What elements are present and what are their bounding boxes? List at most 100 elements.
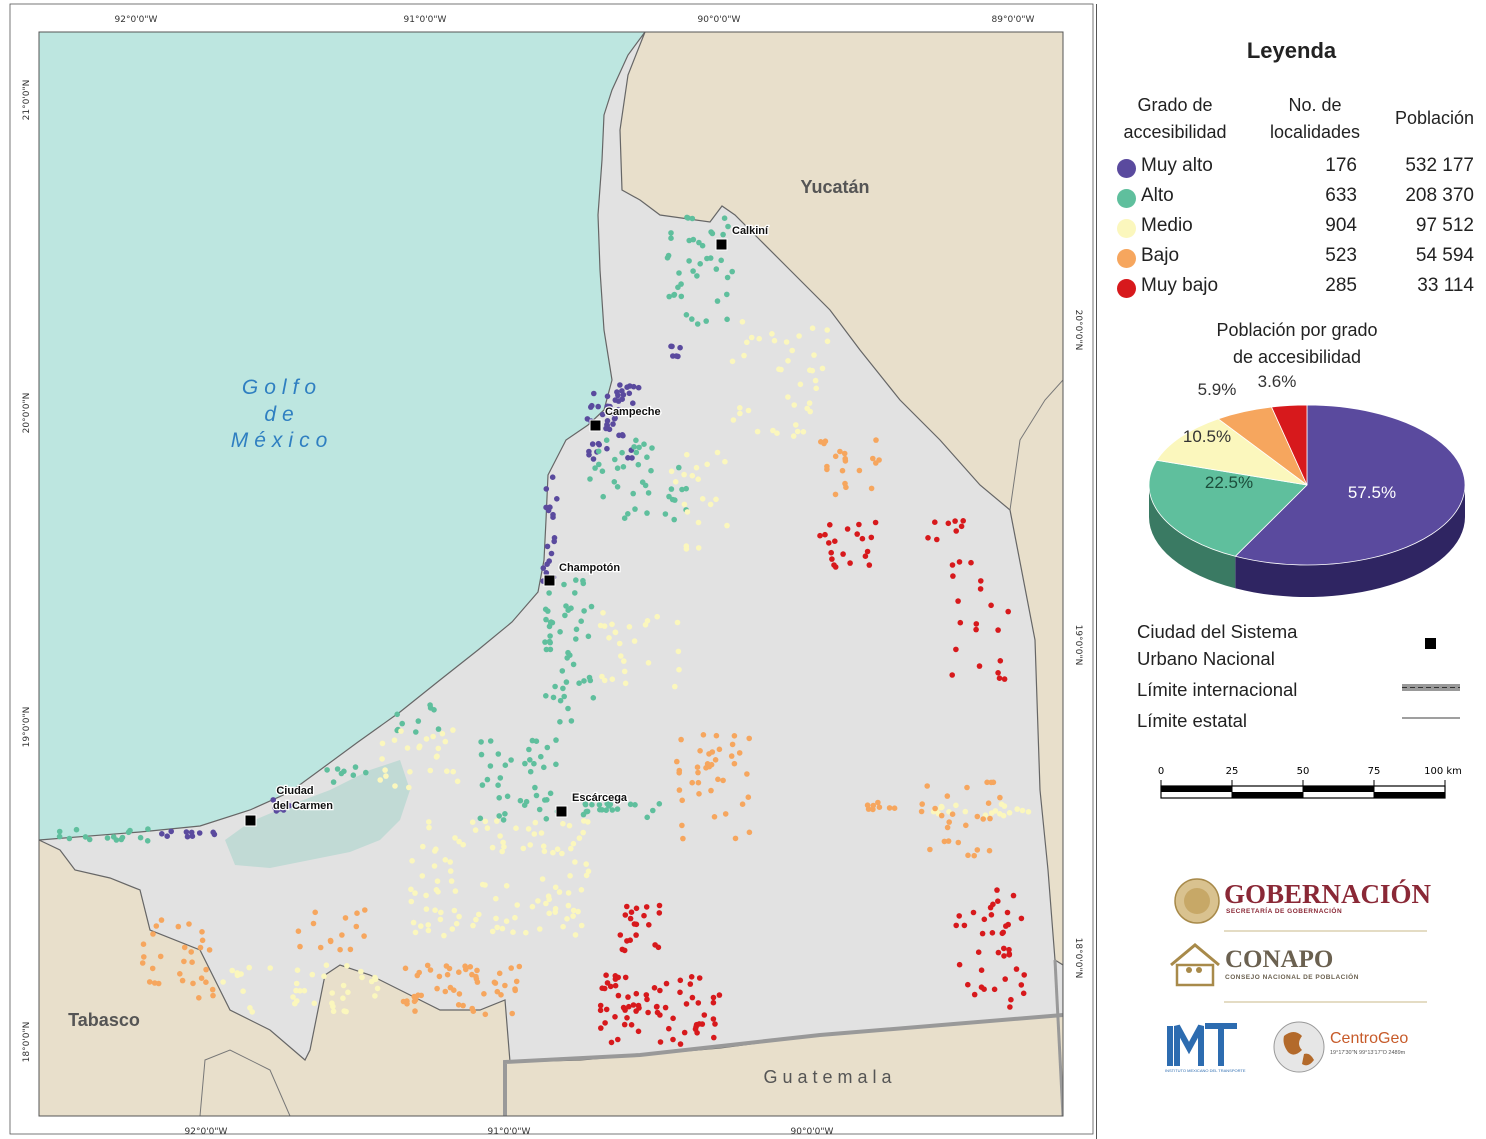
localidad-point	[622, 912, 629, 918]
localidad-point	[601, 623, 608, 629]
localidad-point	[495, 751, 502, 757]
localidad-point	[824, 466, 830, 473]
localidad-point	[636, 444, 642, 451]
localidad-point	[945, 520, 952, 527]
localidad-point	[540, 565, 547, 571]
localidad-point	[689, 472, 696, 479]
localidad-point	[553, 737, 559, 743]
localidad-point	[481, 991, 487, 997]
localidad-point	[542, 639, 548, 645]
localidad-point	[644, 454, 650, 461]
localidad-point	[560, 820, 566, 827]
city-marker-calkini	[715, 238, 728, 251]
localidad-point	[832, 453, 839, 460]
localidad-point	[619, 396, 625, 403]
sea-label-line3: México	[231, 429, 334, 452]
localidad-point	[330, 1008, 337, 1015]
localidad-point	[583, 808, 590, 815]
localidad-point	[712, 757, 719, 763]
localidad-point	[1025, 809, 1032, 815]
localidad-point	[544, 744, 551, 751]
grat-bottom-1: 91°0'0"W	[488, 1127, 531, 1137]
localidad-point	[973, 626, 979, 633]
localidad-point	[631, 444, 637, 450]
localidad-point	[550, 514, 556, 520]
localidad-point	[627, 937, 633, 943]
localidad-point	[674, 758, 680, 765]
localidad-point	[604, 418, 611, 424]
localidad-point	[699, 496, 706, 502]
localidad-point	[509, 1010, 515, 1017]
conapo-name: CONAPO	[1225, 946, 1334, 973]
localidad-point	[832, 538, 838, 544]
localidad-point	[1006, 810, 1013, 816]
localidad-point	[671, 291, 678, 298]
localidad-point	[997, 794, 1003, 801]
localidad-point	[832, 491, 839, 498]
localidad-point	[476, 911, 482, 918]
localidad-point	[210, 829, 216, 836]
localidad-point	[737, 410, 743, 417]
localidad-point	[334, 766, 341, 772]
localidad-point	[617, 382, 623, 388]
localidad-point	[639, 479, 646, 486]
localidad-point	[383, 773, 389, 779]
localidad-point	[423, 906, 430, 912]
localidad-point	[353, 923, 360, 930]
map-svg[interactable]: Golfo de México Yucatán Tabasco Guatemal…	[0, 0, 1095, 1139]
localidad-point	[552, 884, 559, 891]
localidad-point	[368, 978, 375, 985]
localidad-point	[312, 909, 319, 916]
localidad-point	[496, 795, 503, 801]
gobernacion-name: GOBERNACIÓN	[1224, 879, 1432, 909]
localidad-point	[785, 358, 791, 364]
localidad-point	[774, 430, 780, 437]
grat-left-2: 19°0'0"N	[22, 707, 32, 748]
localidad-point	[679, 822, 685, 829]
localidad-point	[203, 979, 209, 985]
localidad-point	[683, 1001, 690, 1007]
localidad-point	[597, 1002, 604, 1009]
map-panel[interactable]: Golfo de México Yucatán Tabasco Guatemal…	[0, 0, 1095, 1139]
localidad-point	[668, 343, 674, 350]
localidad-point	[301, 987, 308, 994]
localidad-point	[627, 915, 634, 922]
localidad-point	[648, 467, 654, 474]
localidad-point	[633, 932, 639, 938]
localidad-point	[531, 760, 537, 767]
localidad-point	[978, 578, 984, 584]
localidad-point	[704, 255, 710, 262]
localidad-point	[654, 1009, 661, 1016]
localidad-point	[543, 816, 550, 822]
localidad-point	[615, 992, 622, 999]
localidad-point	[209, 986, 216, 993]
localidad-point	[572, 859, 578, 865]
localidad-point	[599, 673, 605, 680]
localidad-point	[510, 929, 516, 935]
localidad-point	[538, 753, 544, 760]
localidad-point	[188, 829, 195, 836]
scale-bar: 0 25 50 75 100 km	[1158, 766, 1462, 799]
localidad-point	[73, 826, 80, 833]
localidad-point	[164, 833, 170, 839]
localidad-point	[547, 619, 554, 626]
localidad-point	[293, 980, 300, 987]
localidad-point	[989, 930, 996, 936]
localidad-point	[1007, 1004, 1013, 1010]
row-localidades: 176	[1325, 155, 1357, 176]
logo-gobernacion: GOBERNACIÓN SECRETARÍA DE GOBERNACIÓN	[1172, 873, 1432, 933]
localidad-point	[441, 932, 447, 939]
localidad-point	[987, 904, 994, 911]
localidad-point	[538, 830, 545, 836]
map-frame-border	[38, 31, 1064, 1117]
localidad-point	[560, 923, 566, 930]
localidad-point	[868, 485, 875, 492]
localidad-point	[499, 925, 506, 932]
localidad-point	[630, 400, 636, 407]
localidad-point	[950, 573, 956, 579]
localidad-point	[615, 1036, 621, 1043]
header-grado-line2: accesibilidad	[1123, 122, 1227, 142]
symbol-city-line2: Urbano Nacional	[1137, 648, 1275, 669]
localidad-point	[494, 924, 501, 931]
localidad-point	[678, 281, 684, 287]
